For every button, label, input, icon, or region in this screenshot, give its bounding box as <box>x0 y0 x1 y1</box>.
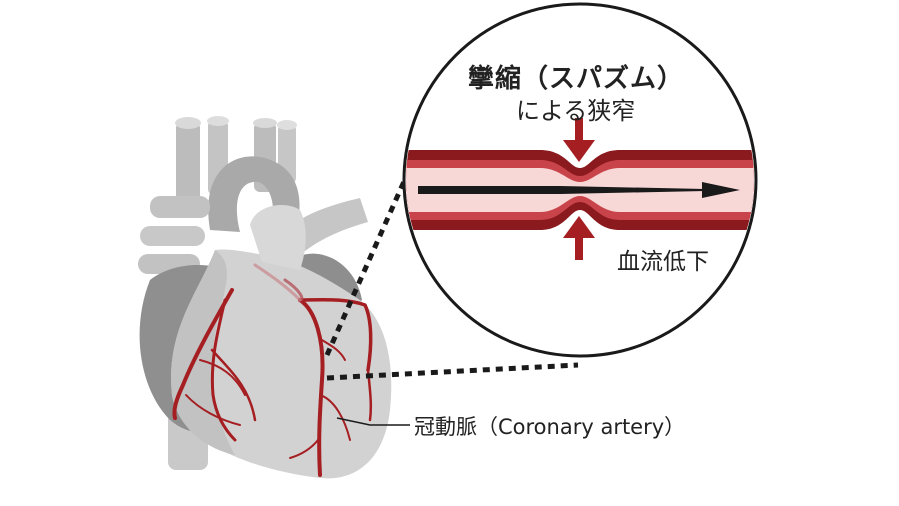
bottom-arrow-shaft <box>575 234 583 260</box>
spasm-subtitle: による狭窄 <box>516 97 636 125</box>
coronary-artery-label: 冠動脈（Coronary artery） <box>414 415 686 439</box>
magnified-view <box>402 2 758 358</box>
heart-illustration <box>138 116 392 479</box>
coronary-arteries <box>172 263 373 477</box>
great-vessels <box>138 116 368 470</box>
blood-flow-arrow <box>418 182 740 198</box>
constriction-arrows <box>563 118 595 260</box>
blood-flow-label: 血流低下 <box>617 249 709 275</box>
callout-lines <box>324 166 579 381</box>
top-arrow-head <box>563 140 595 162</box>
top-arrow-shaft <box>575 118 583 144</box>
artery-label-leader <box>336 417 410 426</box>
bottom-arrow-head <box>563 216 595 238</box>
spasm-title: 攣縮（スパズム） <box>468 64 685 94</box>
